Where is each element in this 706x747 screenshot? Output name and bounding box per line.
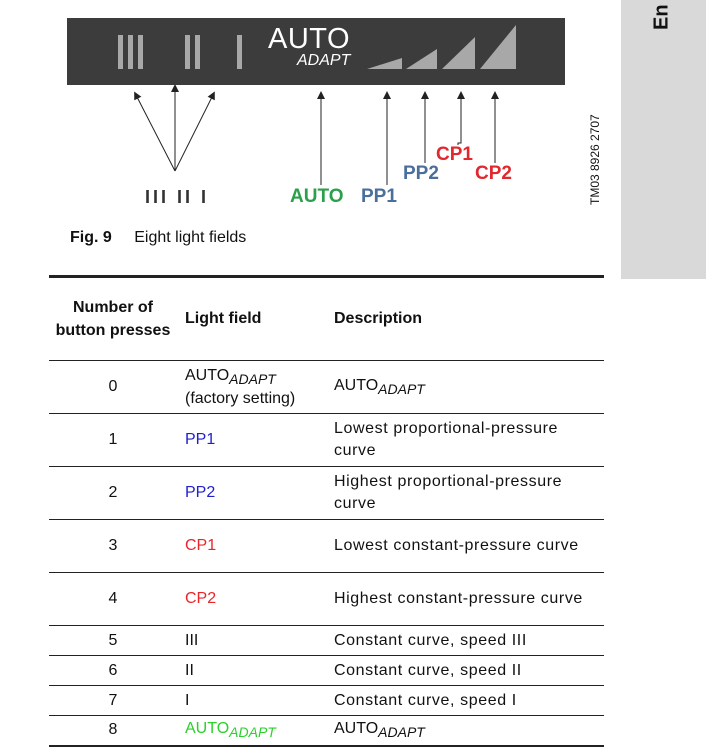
label-cp2: CP2 (475, 163, 512, 184)
label-pp2: PP2 (403, 163, 439, 184)
label-roman: III II I (145, 187, 210, 207)
speed-bar (237, 35, 242, 69)
cell-field: AUTOADAPT (factory setting) (177, 361, 334, 414)
speed-bar (128, 35, 133, 69)
field-auto: AUTO (185, 366, 230, 384)
panel-adapt-text: ADAPT (297, 52, 351, 69)
caption-text: Eight light fields (134, 229, 247, 246)
arrow-roman-right (174, 91, 215, 172)
caption-number: Fig. 9 (70, 229, 112, 246)
field-adapt: ADAPT (229, 724, 276, 741)
cell-description: Constant curve, speed II (334, 661, 522, 679)
indicator-arrows (134, 85, 499, 185)
arrow-roman-left (134, 91, 176, 172)
header-field: Light field (185, 310, 262, 327)
header-presses: Number of button presses (55, 299, 171, 339)
figure-caption: Fig. 9 Eight light fields (70, 229, 246, 247)
ramp-pp1 (367, 58, 402, 69)
speed-bar (138, 35, 143, 69)
figure-code: TM03 8926 2707 (588, 114, 602, 206)
cell-description: Constant curve, speed I (334, 691, 517, 709)
cell-description: AUTOADAPT (334, 361, 604, 414)
cell-description: Lowest proportional-pressure curve (334, 420, 559, 459)
ramp-cp1 (442, 37, 475, 69)
cell-presses: 5 (108, 631, 118, 649)
desc-adapt: ADAPT (378, 381, 425, 397)
cell-field: II (185, 661, 194, 679)
cell-description: AUTOADAPT (334, 716, 604, 746)
light-field-table: Number of button presses Light field Des… (49, 275, 604, 747)
cell-description: Lowest constant-pressure curve (334, 537, 579, 554)
pressure-curve-ramps (367, 25, 516, 69)
cell-presses: 7 (108, 691, 118, 709)
table-row: 2 PP2 Highest proportional-pressure curv… (49, 466, 604, 520)
field-adapt: ADAPT (229, 370, 276, 387)
label-auto: AUTO (290, 186, 344, 207)
speed-bar (118, 35, 123, 69)
field-note: (factory setting) (185, 389, 296, 407)
cell-field: PP1 (185, 431, 216, 448)
cell-field: CP2 (185, 590, 217, 607)
table-row: 3 CP1 Lowest constant-pressure curve (49, 519, 604, 573)
desc-auto: AUTO (334, 720, 379, 738)
cell-presses: 3 (108, 537, 118, 554)
control-panel-display (67, 18, 565, 85)
cell-description: Highest constant-pressure curve (334, 590, 583, 607)
speed-bar (195, 35, 200, 69)
desc-auto: AUTO (334, 377, 379, 394)
cell-presses: 8 (108, 721, 118, 739)
cell-field: PP2 (185, 484, 216, 501)
table-row: 7 I Constant curve, speed I (49, 685, 604, 716)
table-row: 8 AUTOADAPT AUTOADAPT (49, 715, 604, 746)
figure-eight-light-fields: AUTO ADAPT III II I AUTO PP1 PP2 CP1 CP2… (0, 0, 620, 260)
table-row: 0 AUTOADAPT (factory setting) AUTOADAPT (49, 360, 604, 414)
header-description: Description (334, 310, 423, 327)
ramp-pp2 (406, 49, 437, 69)
field-auto: AUTO (185, 720, 230, 738)
cell-field: III (185, 631, 199, 649)
cell-presses: 2 (108, 484, 118, 501)
cell-description: Constant curve, speed III (334, 631, 527, 649)
language-tab-label: En (650, 4, 673, 30)
label-cp1: CP1 (436, 144, 473, 165)
speed-bar (185, 35, 190, 69)
cell-presses: 4 (108, 590, 118, 607)
label-pp1: PP1 (361, 186, 397, 207)
cell-description: Highest proportional-pressure curve (334, 473, 563, 512)
cell-presses: 6 (108, 661, 118, 679)
desc-adapt: ADAPT (378, 724, 425, 741)
cell-field: I (185, 691, 190, 709)
ramp-cp2 (480, 25, 516, 69)
arrow-cp1 (457, 91, 465, 145)
table-row: 4 CP2 Highest constant-pressure curve (49, 572, 604, 626)
cell-presses: 1 (108, 431, 118, 448)
cell-field: CP1 (185, 537, 217, 554)
table-row: 5 III Constant curve, speed III (49, 625, 604, 656)
cell-field: AUTOADAPT (177, 716, 334, 746)
table-header-row: Number of button presses Light field Des… (49, 276, 604, 361)
panel-auto-text: AUTO (268, 23, 351, 55)
language-side-tab (621, 0, 706, 279)
cell-presses: 0 (108, 378, 118, 395)
table-row: 1 PP1 Lowest proportional-pressure curve (49, 413, 604, 467)
table-row: 6 II Constant curve, speed II (49, 655, 604, 686)
